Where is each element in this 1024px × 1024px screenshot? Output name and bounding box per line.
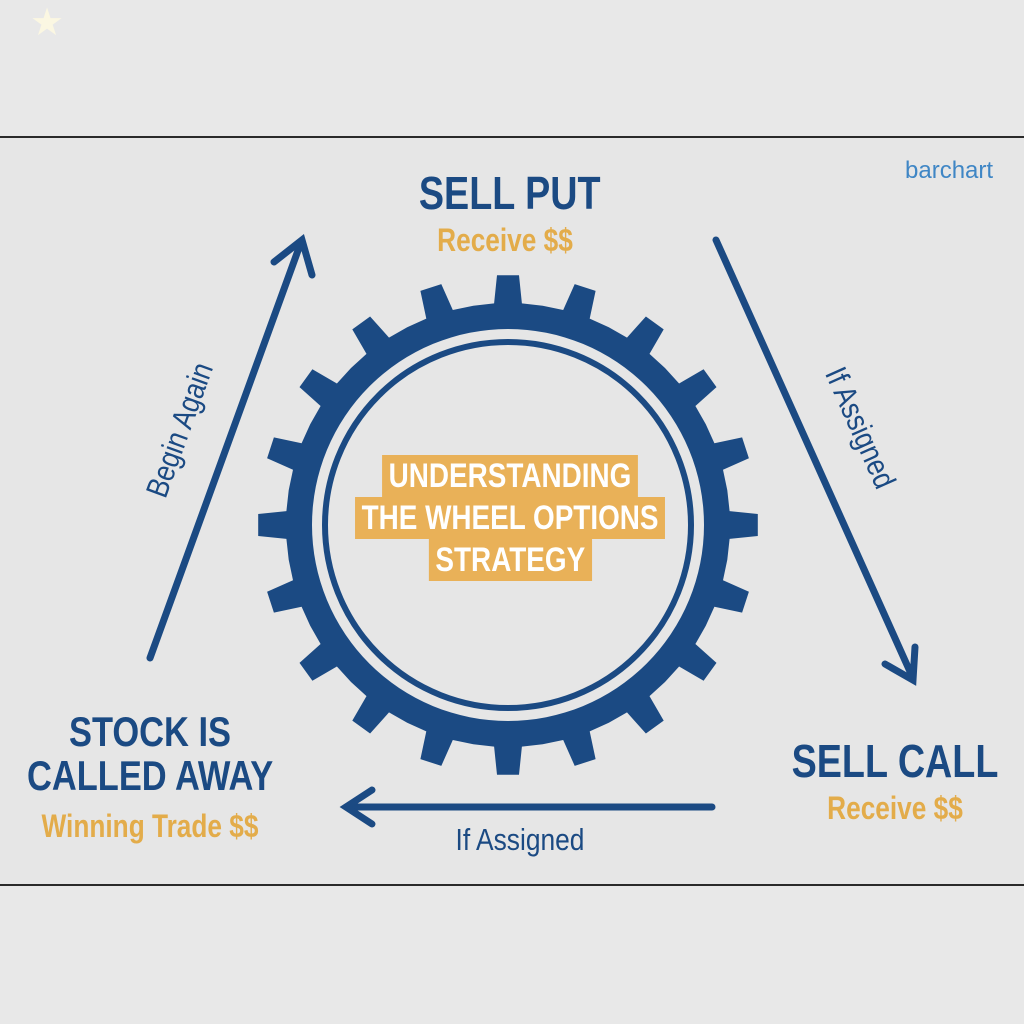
called-away-heading-2: CALLED AWAY xyxy=(27,752,274,799)
arrow-if-assigned-right xyxy=(712,236,919,686)
barchart-logo: barchart xyxy=(905,157,994,184)
star-icon: ★ xyxy=(30,2,65,44)
sell-put-heading: SELL PUT xyxy=(418,167,601,219)
page-title: UNDERSTANDING THE WHEEL OPTIONS STRATEGY xyxy=(320,455,700,581)
title-line-3: STRATEGY xyxy=(428,539,592,581)
sell-call-heading: SELL CALL xyxy=(791,735,999,787)
sell-put-sub: Receive $$ xyxy=(437,222,573,258)
title-line-1: UNDERSTANDING xyxy=(382,455,638,497)
called-away-heading-1: STOCK IS xyxy=(68,708,232,755)
gear-inner-ring xyxy=(322,339,694,711)
sell-call-sub: Receive $$ xyxy=(827,790,963,826)
label-if-assigned-bottom: If Assigned xyxy=(455,822,585,857)
title-line-2: THE WHEEL OPTIONS xyxy=(354,497,666,539)
called-away-sub: Winning Trade $$ xyxy=(41,808,259,844)
arrow-begin-again xyxy=(146,234,316,662)
arrow-if-assigned-bottom xyxy=(339,786,716,828)
